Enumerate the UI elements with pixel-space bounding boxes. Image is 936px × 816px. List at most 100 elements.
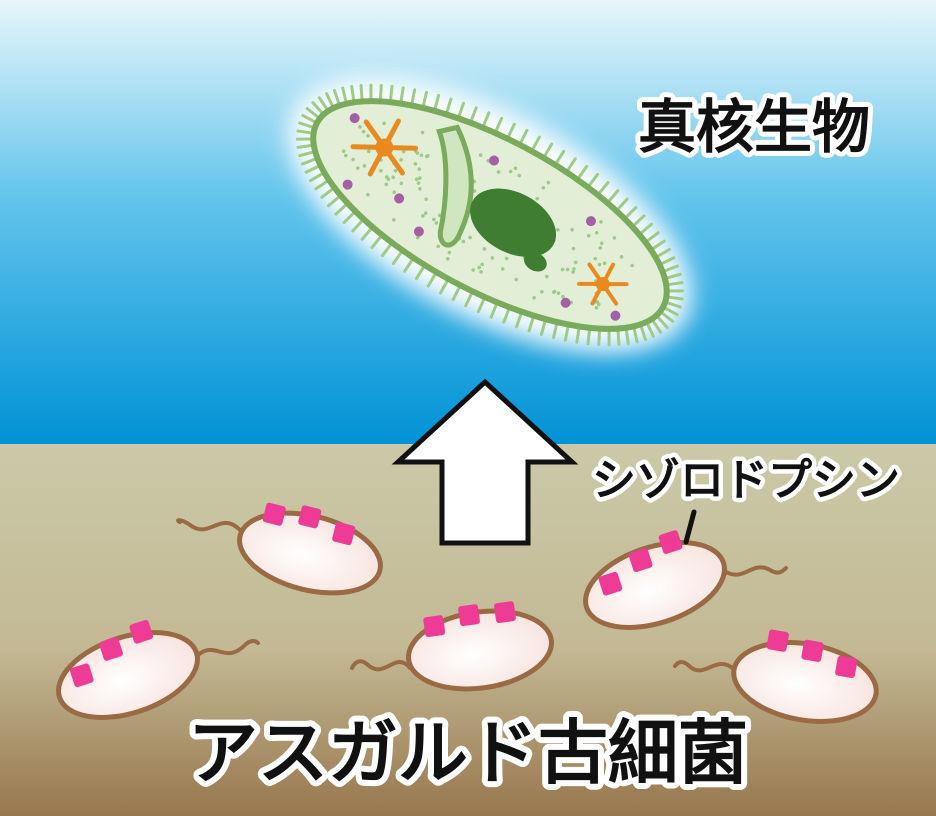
cilium: [515, 312, 523, 329]
cilium: [586, 328, 591, 346]
granule: [421, 214, 425, 218]
micronucleus: [523, 252, 547, 272]
cilium: [554, 149, 566, 165]
rhodopsin-protein: [129, 619, 154, 644]
cilium: [667, 289, 685, 293]
cilium: [311, 101, 324, 115]
cilium: [577, 165, 589, 180]
cilium: [616, 329, 621, 347]
cilium: [469, 106, 478, 123]
granule: [572, 267, 576, 271]
granule: [599, 220, 603, 224]
archaeon-cell: [56, 619, 260, 720]
rhodopsin-protein: [598, 571, 623, 596]
flagellum: [176, 518, 242, 532]
granule: [382, 121, 386, 126]
cilium: [665, 272, 682, 280]
cilium: [314, 179, 329, 191]
cilium: [632, 326, 639, 344]
cilium: [563, 324, 570, 342]
granule: [356, 166, 360, 170]
granule: [599, 241, 604, 246]
granule: [384, 182, 389, 187]
granule: [423, 211, 428, 215]
flagellum: [724, 565, 788, 577]
cilium: [607, 329, 611, 347]
granule: [570, 227, 574, 232]
granule: [418, 186, 422, 191]
cilium: [645, 231, 660, 243]
cilium: [464, 291, 474, 308]
granule: [500, 267, 505, 271]
cilium: [645, 322, 655, 338]
rhodopsin-protein: [332, 522, 356, 546]
cilium: [655, 247, 672, 258]
rhodopsin-protein: [801, 639, 824, 662]
granule: [555, 227, 560, 232]
granule: [432, 217, 436, 222]
cilium: [399, 86, 405, 104]
rhodopsin-protein: [628, 548, 653, 573]
cilium: [334, 203, 348, 216]
archaeon-cell: [350, 601, 554, 692]
granule: [630, 263, 635, 268]
paramecium-cilia: [295, 83, 685, 347]
cilium: [414, 265, 426, 281]
cilium: [656, 315, 669, 329]
granule: [414, 177, 419, 182]
cilium: [531, 135, 541, 151]
granule: [417, 167, 422, 171]
granule: [392, 190, 397, 194]
cilium: [304, 164, 321, 174]
contractile-vacuole-rear: [577, 262, 629, 306]
cilium: [651, 319, 663, 334]
granule: [532, 296, 536, 300]
cilium: [662, 264, 680, 273]
cilium: [597, 181, 610, 195]
eukaryote-label: 真核生物: [638, 93, 870, 161]
granule: [571, 270, 575, 274]
granule: [399, 181, 404, 186]
cilium: [651, 239, 666, 251]
cilium: [663, 306, 679, 317]
rhodopsin-protein: [458, 604, 480, 627]
archaeon-cell: [583, 530, 788, 630]
granule: [556, 291, 561, 295]
cilium: [359, 83, 364, 101]
cilium: [305, 107, 320, 119]
granule: [541, 186, 546, 190]
cilium: [389, 84, 394, 102]
cilium: [660, 311, 675, 323]
granule: [482, 247, 487, 251]
cilium: [476, 297, 486, 314]
granule: [573, 260, 578, 265]
granule: [594, 305, 599, 310]
granule: [598, 246, 603, 250]
cilium: [360, 227, 373, 241]
rhodopsin-protein: [766, 629, 789, 652]
cilium: [489, 302, 498, 319]
cilium: [298, 150, 315, 158]
granule: [386, 177, 391, 181]
rhodopsin-protein: [423, 615, 446, 638]
cilium: [380, 242, 393, 258]
granule: [597, 262, 602, 267]
granule: [480, 262, 484, 267]
granule: [343, 153, 348, 158]
granule: [539, 290, 544, 294]
granule: [565, 267, 570, 272]
granule: [379, 169, 383, 173]
granule: [436, 244, 441, 249]
cilium: [300, 157, 318, 166]
paramecium-illustration: [288, 77, 692, 353]
cilium: [457, 101, 465, 118]
granule: [351, 157, 355, 162]
granule: [478, 153, 483, 157]
cilium: [607, 189, 620, 203]
granule: [393, 168, 398, 173]
cilium: [665, 301, 682, 309]
granule: [612, 236, 617, 240]
asgard-archaea-label: アスガルド古細菌: [188, 712, 748, 794]
granule: [471, 268, 475, 272]
granule: [366, 192, 370, 197]
